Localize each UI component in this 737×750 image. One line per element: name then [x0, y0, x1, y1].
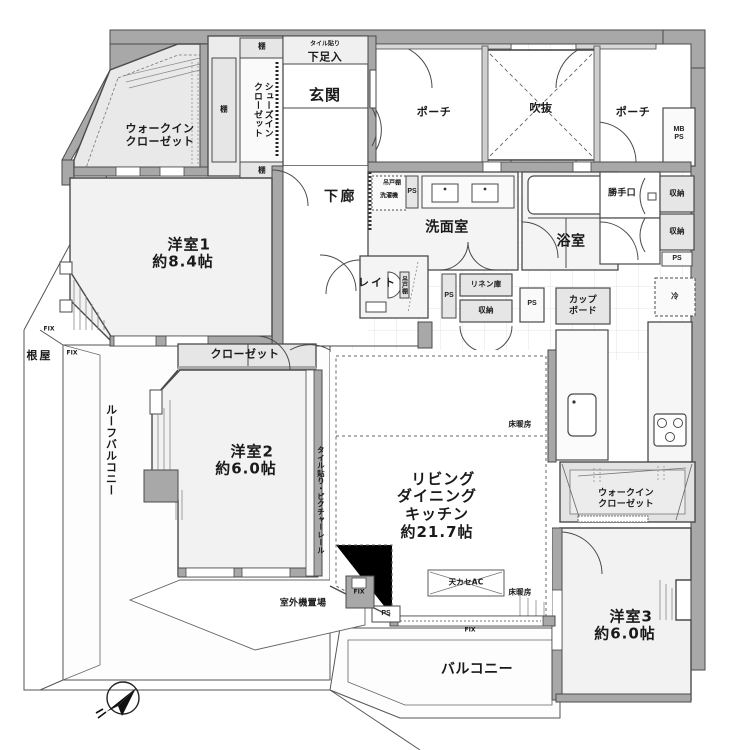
walkin-closet-2-shape	[559, 461, 696, 523]
bedroom-2-shape	[143, 335, 323, 578]
shoes-in-closet-shape	[207, 35, 284, 181]
north-arrow-icon	[95, 681, 140, 719]
ldk-shape	[330, 349, 557, 620]
balcony-area	[329, 627, 561, 719]
washroom-shape	[367, 171, 519, 271]
kitchen-counter-shape	[555, 321, 693, 463]
bedroom-3-shape	[551, 527, 692, 703]
toilet-shape	[325, 255, 429, 319]
porch-atrium-area	[375, 43, 696, 167]
corridor-shape	[271, 35, 386, 347]
service-entry-shapes	[599, 171, 696, 317]
entrance-shape	[282, 35, 369, 167]
linen-storage-shapes	[441, 273, 611, 353]
ldk-south-wall	[329, 575, 556, 627]
bedroom-1-shape	[59, 177, 273, 347]
walkin-closet-1-shape	[73, 43, 209, 177]
wall-under-porch	[367, 161, 692, 173]
misc-partitions	[289, 321, 433, 352]
